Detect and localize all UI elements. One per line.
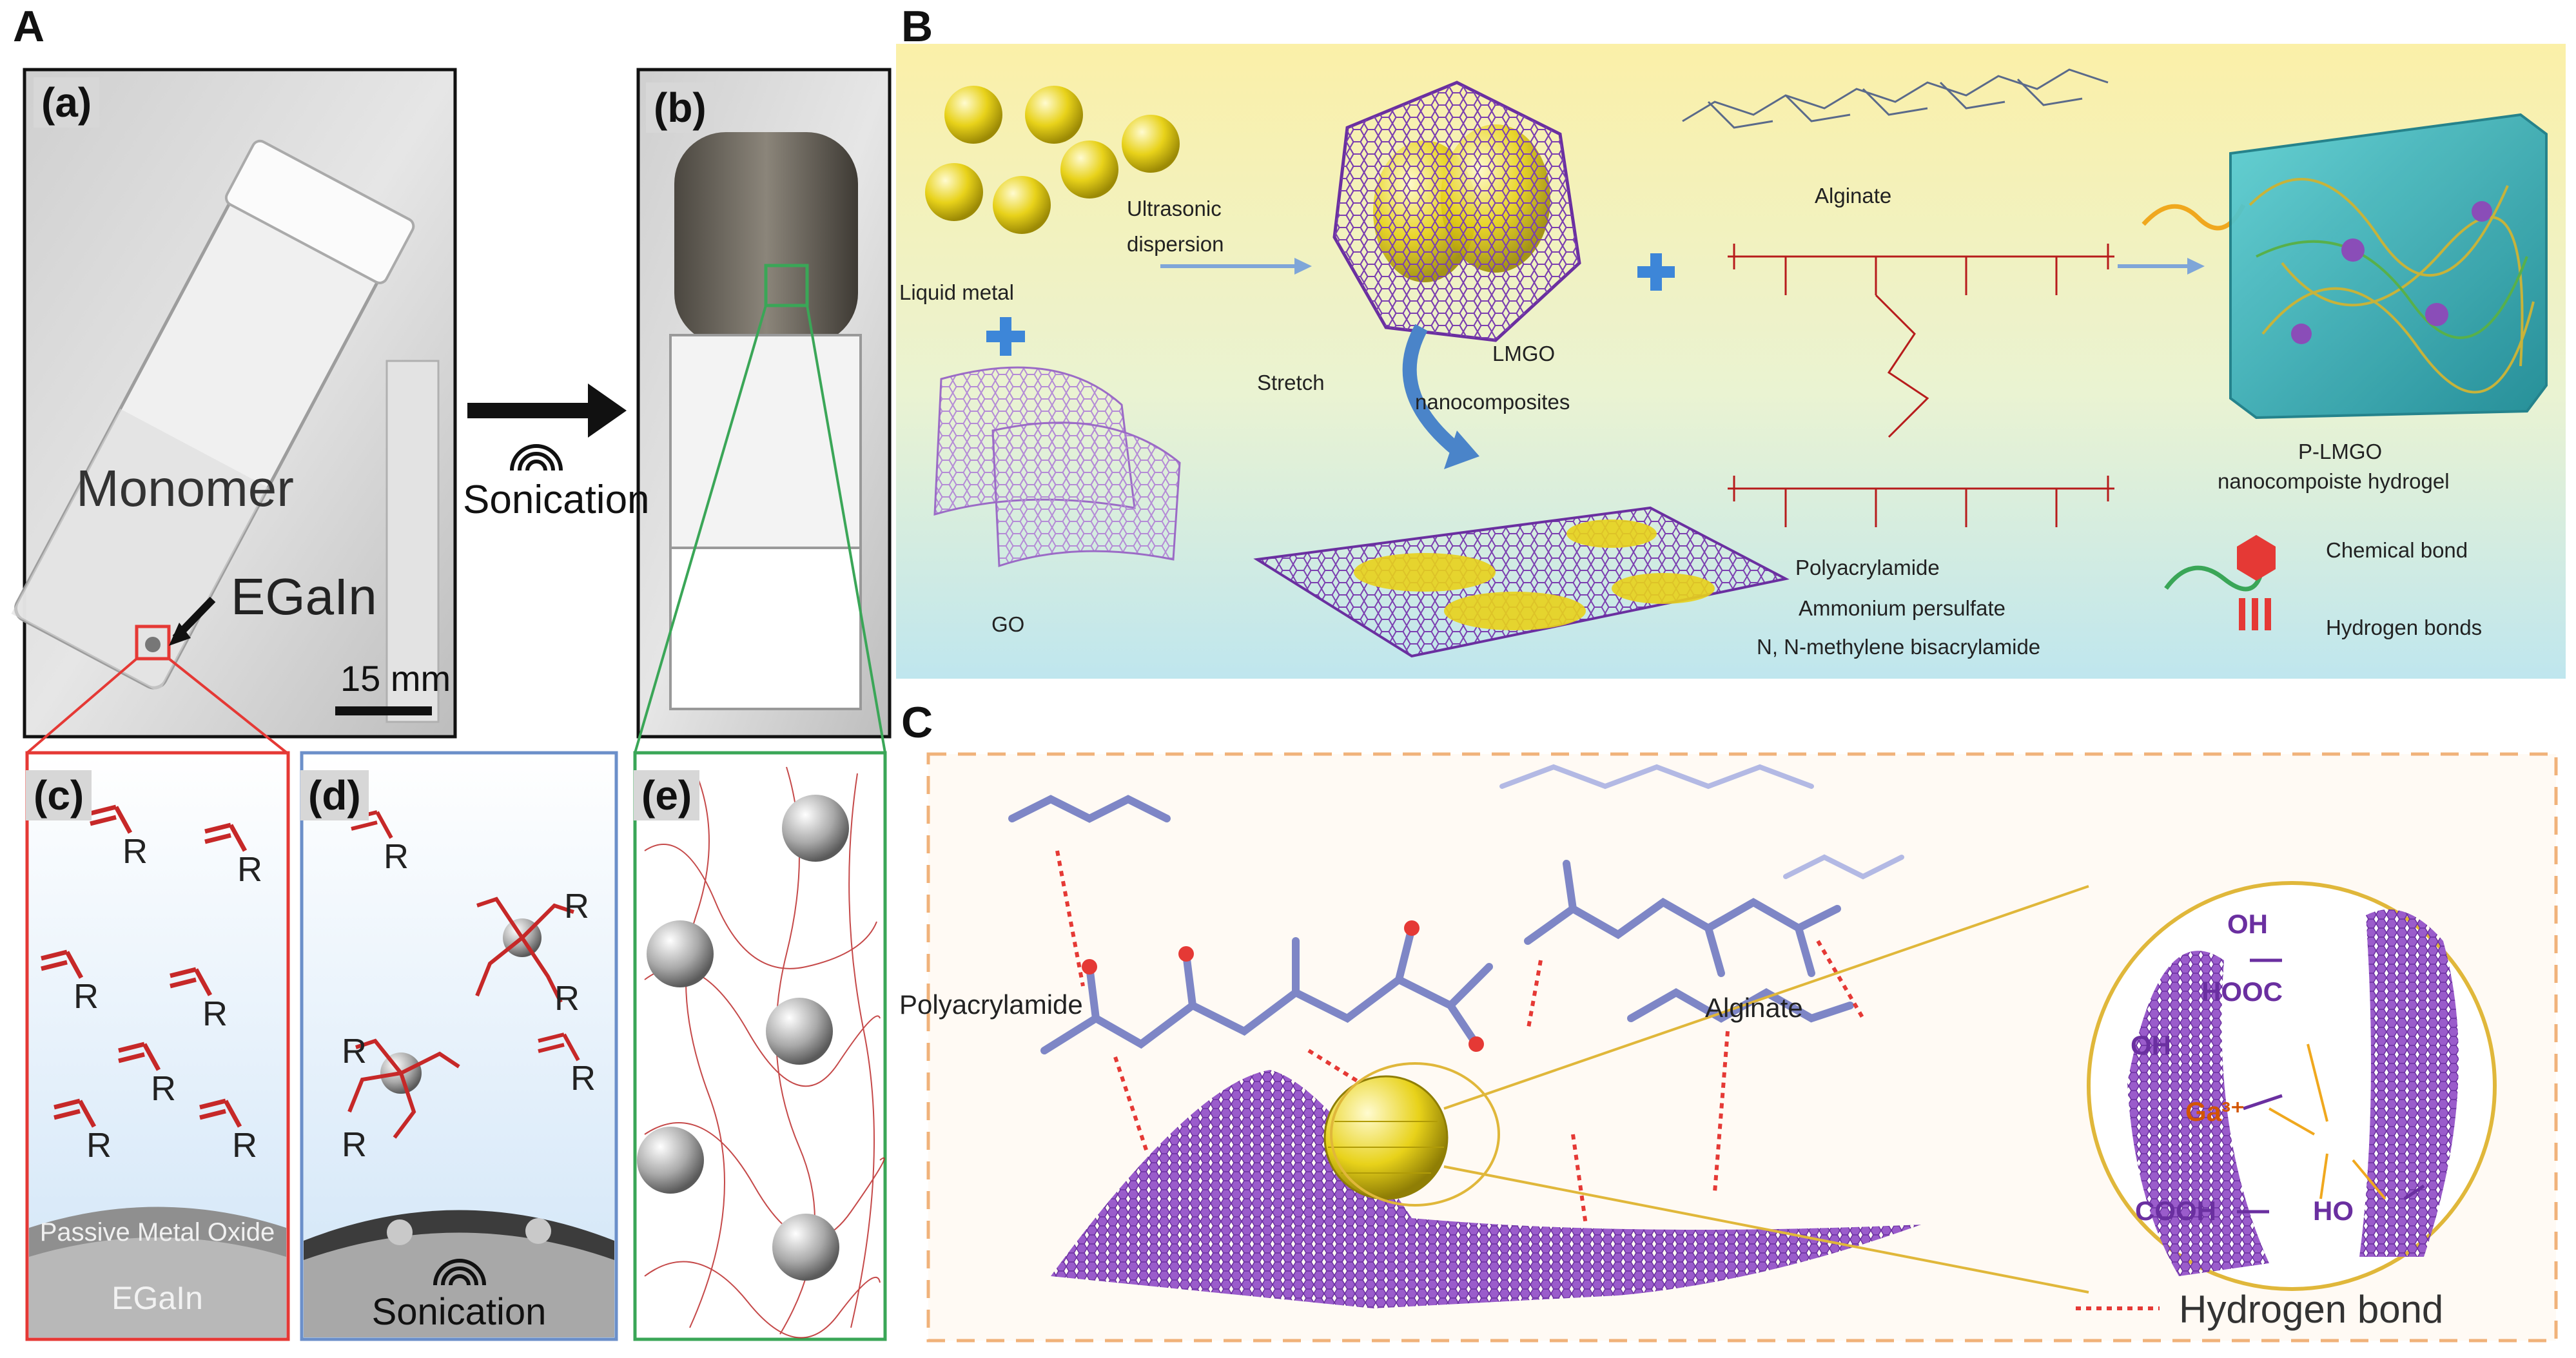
sound-icon [510,444,563,471]
stretch-label: Stretch [1257,371,1325,394]
r-label: R [554,979,580,1018]
liquid-metal-label: Liquid metal [899,280,1014,304]
sonication-arrow [588,383,627,438]
chemical-bond-label: Chemical bond [2326,538,2468,562]
r-label: R [122,832,148,871]
plus-icon [986,317,1025,356]
egain-label: EGaIn [231,568,377,625]
alginate-structure [1682,68,2109,129]
ho-label: HO [2313,1196,2354,1226]
hydrogel-block [2229,113,2548,420]
oh-label-2: OH [2131,1030,2171,1060]
frame-e [633,751,887,1341]
panel-c-letter: C [901,698,933,747]
hydrogen-bonds-icon [2239,598,2271,630]
oh-label-1: OH [2227,909,2268,939]
ultrasonic-label: Ultrasonic [1127,197,1222,220]
stretch-arrow [1402,324,1461,456]
polyacrylamide-label-c: Polyacrylamide [899,989,1083,1020]
sub-label-a: (a) [34,77,100,128]
hooc-label: HOOC [2201,976,2283,1007]
product-label-1: P-LMGO [2298,440,2383,463]
liquid-metal-sphere [1323,1075,1449,1200]
panel-c-figure [926,752,2558,1343]
monomer-vinyl-marks [41,804,248,1128]
lm-particles-e [637,795,849,1281]
liquid-metal-balls [925,86,1180,234]
egain-zoom-box [135,625,171,661]
hydrogen-bond-lines [1055,850,1865,1225]
panel-b-letter: B [901,2,933,51]
go-label: GO [991,612,1025,636]
r-label: R [342,1125,367,1164]
product-label-2: nanocompoiste hydrogel [2218,469,2450,493]
r-label: R [342,1032,367,1071]
zoom-box-b [764,264,809,307]
sub-label-d: (d) [300,770,369,820]
mba-label: N, N-methylene bisacrylamide [1757,635,2041,659]
alginate-label-c: Alginate [1705,993,1803,1023]
scale-label: 15 mm [340,658,451,699]
r-label: R [564,887,589,926]
dispersion-arrow [1294,258,1312,275]
lmgo-cage [1332,81,1581,342]
sub-label-c: (c) [26,770,92,820]
monomer-label: Monomer [76,460,294,517]
panel-a-figure [11,68,892,1341]
graphene-sheet [1051,1070,1921,1308]
panel-b-figure [896,44,2566,679]
r-label: R [232,1126,257,1165]
lmgo-stretched-sheet [1253,506,1790,658]
polyacrylamide-label: Polyacrylamide [1795,556,1940,579]
coordination-arrows [2269,1043,2386,1200]
sub-label-b: (b) [646,82,714,133]
polyacrylamide-structure [1728,244,2114,527]
r-label: R [86,1126,112,1165]
cooh-label: COOH [2135,1196,2216,1226]
hydrogen-bond-legend-label: Hydrogen bond [2179,1288,2444,1331]
panel-a-letter: A [13,2,45,51]
go-sheet [933,366,1181,568]
vial-dark-content [674,132,858,345]
sound-icon [433,1259,486,1286]
dispersion-label: dispersion [1127,232,1224,256]
chemical-bond-icon [2237,535,2276,581]
r-label: R [151,1069,176,1108]
oxide-label: Passive Metal Oxide [39,1218,275,1246]
lmgo-label: LMGO [1492,342,1556,365]
r-label: R [202,994,228,1033]
tilted-vial [11,139,415,693]
polyacrylamide-legend-line [2164,565,2265,592]
aps-label: Ammonium persulfate [1799,596,2005,620]
polyacrylamide-molecule [1008,795,1493,1054]
r-label: R [73,977,99,1016]
scale-bar [335,706,432,715]
r-label: R [384,837,409,876]
sonication-label: Sonication [463,478,650,522]
hydrogen-bonds-label: Hydrogen bonds [2326,616,2483,639]
r-label: R [237,850,262,889]
sub-label-e: (e) [634,770,700,820]
sonication-d-label: Sonication [371,1291,547,1333]
nanocomposites-label: nanocomposites [1415,390,1570,414]
alginate-label: Alginate [1815,184,1892,208]
egain-bottom-label: EGaIn [112,1280,203,1316]
r-label: R [571,1059,596,1098]
ga-label: Ga³⁺ [2185,1096,2245,1127]
